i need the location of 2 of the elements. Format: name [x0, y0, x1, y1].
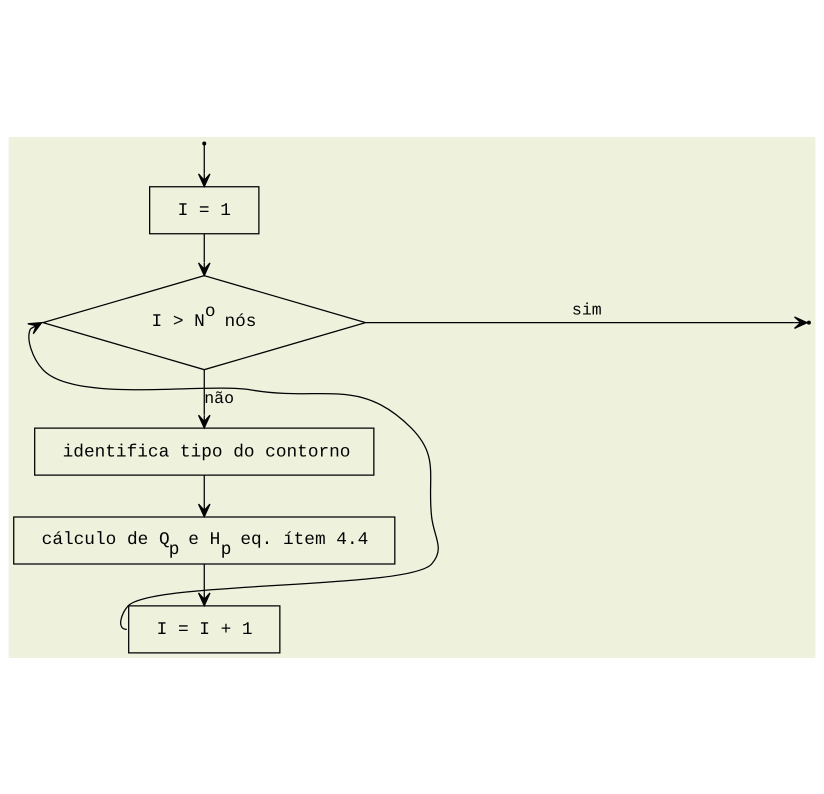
edge-label: não	[204, 388, 234, 408]
edge-label: sim	[572, 300, 602, 319]
